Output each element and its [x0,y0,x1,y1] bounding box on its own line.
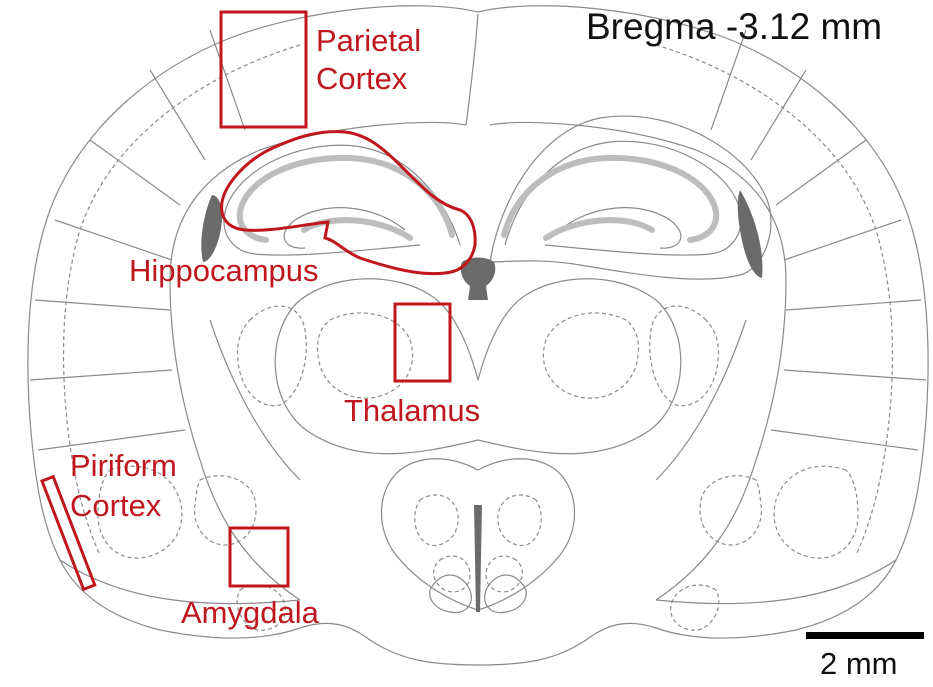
dentate-cell-layer-right [546,220,652,238]
hippocampus-outline-right [490,116,771,279]
thalamus-box [395,304,450,381]
hippocampus-label: Hippocampus [129,255,319,286]
parietal-cortex-label-line1: Parietal [316,25,421,56]
hippocampus-cell-layer-right [504,158,716,240]
internal-capsule-left [210,320,300,480]
internal-capsule-right [656,320,746,480]
cortex-inner-boundary-left [170,122,466,600]
longitudinal-fissure [466,14,478,125]
hippocampus-cell-layer-left [240,158,452,240]
parietal-cortex-label-line2: Cortex [316,63,407,94]
dentate-gyrus-right [560,208,681,249]
scale-bar-label: 2 mm [820,648,898,679]
lateral-ventricle-left [201,195,222,262]
amygdala-label: Amygdala [181,597,319,628]
scale-bar [806,632,924,639]
thalamic-nuclei-right [543,306,718,406]
piriform-cortex-label-line2: Cortex [70,490,161,521]
amygdala-box [230,528,288,586]
third-ventricle-ventral [474,505,482,612]
thalamus-label: Thalamus [344,395,480,426]
parietal-cortex-box [221,12,306,127]
ventral-subdivisions-right [671,466,858,630]
bregma-label: Bregma -3.12 mm [586,8,882,45]
lateral-ventricle-right [738,190,763,278]
piriform-cortex-label-line1: Piriform [70,450,177,481]
thalamic-nuclei-left [238,306,413,406]
